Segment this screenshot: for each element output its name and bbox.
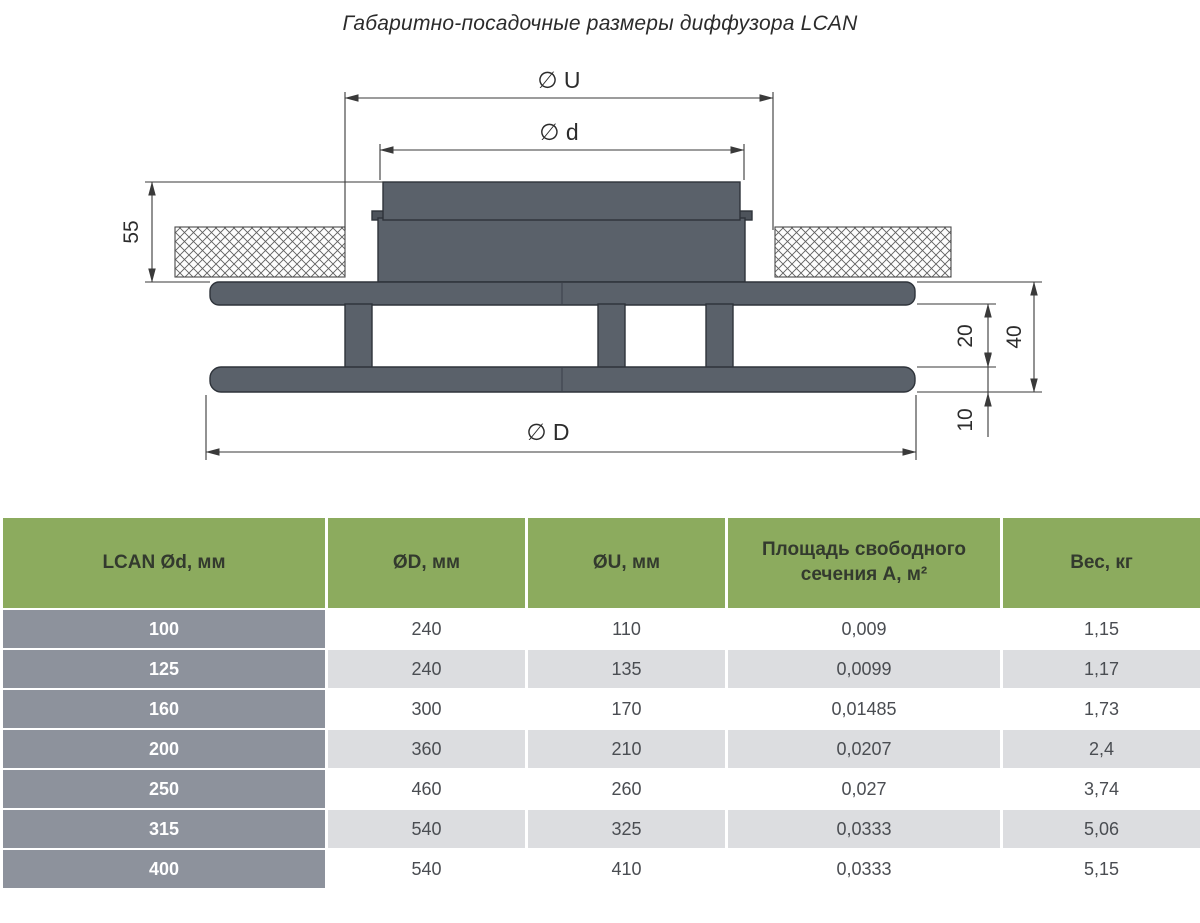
cell-weight: 1,73 bbox=[1000, 688, 1200, 730]
dimension-lines bbox=[145, 92, 1042, 460]
cell-lcan-d: 315 bbox=[0, 808, 328, 850]
cell-weight: 5,06 bbox=[1000, 808, 1200, 850]
dimension-drawing: ∅ U ∅ d ∅ D 55 20 40 10 bbox=[120, 67, 1042, 460]
cell-free-area: 0,0207 bbox=[725, 728, 1003, 770]
table-row: 315 540 325 0,0333 5,06 bbox=[0, 808, 1200, 850]
column-header-lcan-d: LCAN Ød, мм bbox=[0, 516, 328, 610]
insulation-left bbox=[174, 226, 346, 278]
cell-big-d: 360 bbox=[325, 728, 528, 770]
dim-label-55: 55 bbox=[120, 220, 143, 243]
cell-weight: 2,4 bbox=[1000, 728, 1200, 770]
dim-label-10: 10 bbox=[954, 408, 977, 431]
dim-label-40: 40 bbox=[1003, 325, 1026, 348]
dim-label-big-d: ∅ D bbox=[526, 419, 569, 445]
cell-u: 110 bbox=[525, 608, 728, 650]
cell-big-d: 300 bbox=[325, 688, 528, 730]
collar-top bbox=[382, 181, 741, 221]
post-left bbox=[344, 303, 373, 369]
cell-weight: 1,17 bbox=[1000, 648, 1200, 690]
cell-lcan-d: 250 bbox=[0, 768, 328, 810]
table-row: 125 240 135 0,0099 1,17 bbox=[0, 648, 1200, 690]
post-center bbox=[597, 303, 626, 369]
cell-big-d: 240 bbox=[325, 608, 528, 650]
dim-label-20: 20 bbox=[954, 324, 977, 347]
cell-free-area: 0,0099 bbox=[725, 648, 1003, 690]
column-header-u: ØU, мм bbox=[525, 516, 728, 610]
cell-u: 210 bbox=[525, 728, 728, 770]
cell-lcan-d: 400 bbox=[0, 848, 328, 890]
table-row: 250 460 260 0,027 3,74 bbox=[0, 768, 1200, 810]
post-right bbox=[705, 303, 734, 369]
dimension-labels: ∅ U ∅ d ∅ D 55 20 40 10 bbox=[120, 67, 1026, 445]
cell-big-d: 540 bbox=[325, 848, 528, 890]
ceiling-insulation bbox=[174, 226, 952, 278]
cell-u: 410 bbox=[525, 848, 728, 890]
dim-label-u: ∅ U bbox=[537, 67, 580, 93]
drawing-area: ∅ U ∅ d ∅ D 55 20 40 10 bbox=[0, 30, 1200, 500]
header-row: LCAN Ød, мм ØD, мм ØU, мм Площадь свобод… bbox=[0, 516, 1200, 610]
cell-lcan-d: 100 bbox=[0, 608, 328, 650]
cell-u: 135 bbox=[525, 648, 728, 690]
cell-free-area: 0,0333 bbox=[725, 808, 1003, 850]
cell-big-d: 540 bbox=[325, 808, 528, 850]
collar-lower bbox=[377, 217, 746, 283]
cell-big-d: 460 bbox=[325, 768, 528, 810]
dim-label-d: ∅ d bbox=[539, 119, 578, 145]
cell-big-d: 240 bbox=[325, 648, 528, 690]
cell-weight: 3,74 bbox=[1000, 768, 1200, 810]
table-row: 100 240 110 0,009 1,15 bbox=[0, 608, 1200, 650]
cell-free-area: 0,01485 bbox=[725, 688, 1003, 730]
cell-lcan-d: 125 bbox=[0, 648, 328, 690]
cell-weight: 1,15 bbox=[1000, 608, 1200, 650]
cell-free-area: 0,027 bbox=[725, 768, 1003, 810]
cell-lcan-d: 160 bbox=[0, 688, 328, 730]
table-row: 160 300 170 0,01485 1,73 bbox=[0, 688, 1200, 730]
table-row: 400 540 410 0,0333 5,15 bbox=[0, 848, 1200, 890]
page-title: Габаритно-посадочные размеры диффузора L… bbox=[342, 12, 858, 35]
insulation-right bbox=[774, 226, 952, 278]
cell-u: 260 bbox=[525, 768, 728, 810]
cell-free-area: 0,0333 bbox=[725, 848, 1003, 890]
table-row: 200 360 210 0,0207 2,4 bbox=[0, 728, 1200, 770]
cell-u: 325 bbox=[525, 808, 728, 850]
column-header-weight: Вес, кг bbox=[1000, 516, 1200, 610]
spec-table: LCAN Ød, мм ØD, мм ØU, мм Площадь свобод… bbox=[0, 516, 1200, 890]
diffuser-body bbox=[209, 181, 916, 393]
cell-weight: 5,15 bbox=[1000, 848, 1200, 890]
column-header-free-area: Площадь свободного сечения А, м² bbox=[725, 516, 1003, 610]
column-header-big-d: ØD, мм bbox=[325, 516, 528, 610]
cell-free-area: 0,009 bbox=[725, 608, 1003, 650]
cell-u: 170 bbox=[525, 688, 728, 730]
cell-lcan-d: 200 bbox=[0, 728, 328, 770]
